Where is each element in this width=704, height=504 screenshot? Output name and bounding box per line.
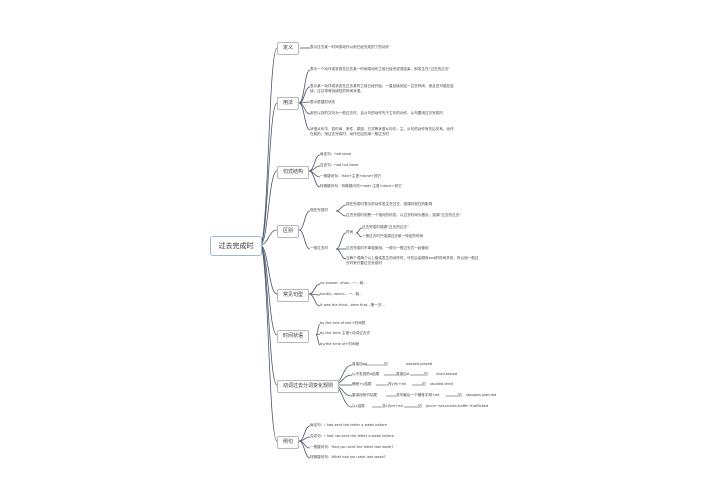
topic-verb-forms[interactable]: 动词过去分词变化规则 [277,380,340,393]
usage-item-2: 表示某一动作或状态在过去某时之前已经开始，一直延续到这一过去时间，而且还可能在延… [310,84,454,93]
rule-eg-label: 如 [424,372,428,376]
rule-eg-label: 如 [458,393,462,397]
rule-consonant-y: 辅音+y结尾 [352,382,372,386]
definition-text: 表示过去某一时间或动作以前已经完成的了的动作 [310,45,390,49]
difference-link-sp [298,229,311,250]
example-1: 肯定句：I had sent the letter a week before [310,423,387,427]
difference-simple-past: 一般过去时 [310,246,328,250]
root-link-0 [259,47,278,246]
adverbial-3: by/the time of+时间段 [320,342,360,346]
root-link-6 [259,244,278,386]
rule-examples: picnic→picnicked,traffic→trafficked [426,404,489,408]
topic-time-adverbials[interactable]: 时间状语 [277,330,310,343]
example-4: 特殊疑问句：What had you sent last week? [310,455,386,459]
usage-item-1: 表示一个动作或状态在过去某一时间或动作之前已经完成或结束，即发生在“过去的过去” [310,67,451,71]
rule-silent-e: 以不发音的e结尾 [352,372,380,376]
diff-sp-link-0 [335,232,347,250]
topic-common-patterns[interactable]: 常见句型 [277,289,310,302]
usage-item-3: 表示愿望的状态 [310,100,336,104]
rule-examples: studied,tried [430,382,453,386]
diff-sp-item-1: 过去完成时不单独使用，一般与一般过去式一起使用 [346,246,429,250]
structure-wh-question: 特殊疑问句：特殊疑问词+had+主语+done+其它 [320,184,402,188]
rule-examples: lived,tasted [436,372,458,376]
pattern-link-2 [308,293,321,307]
example-2: 否定句：I had not sent the letter a week bef… [310,434,394,438]
rule-sub: 直接加d [396,372,410,376]
diff-sp-time-item-2: 一般过去时只强调过去某一特定的时间 [362,234,424,238]
diff-pp-link-1 [335,210,347,217]
topic-definition[interactable]: 定义 [277,42,300,55]
rule-sub: 改y为i+ed [388,382,406,386]
structure-affirmative: 肯定句：had done [320,152,352,156]
example-3: 一般疑问句：Had you sent the letter last week? [310,445,394,449]
usage-link-4 [298,102,311,131]
diff-pp-item-1: 现在完成时表示的动作发生在过去，强调对现在的影响 [346,202,433,206]
pattern-link-0 [308,283,321,295]
rule-eg-label: 如 [422,382,426,386]
usage-link-0 [298,69,311,104]
pattern-2: hardly...when... 一...就... [320,292,363,296]
rule-examples: worked,played [406,362,433,366]
difference-link-pp [298,210,311,231]
root-link-5 [259,244,278,336]
root-link-1 [259,102,278,246]
usage-link-1 [298,86,311,104]
topic-examples[interactable]: 例句 [277,436,300,449]
adverbial-1: by the end of last+时间短 [320,321,366,325]
structure-link-3 [308,170,321,188]
adverbial-2: by the time 主语+动词过去式 [320,331,371,335]
topic-difference[interactable]: 区别 [277,225,300,238]
usage-item-4: 用在以判的文句为一般过去时，且从句的动作先于主句的动作，从句要用过去完成时 [310,111,443,115]
root-link-7 [259,244,278,442]
structure-yes-no-question: 一般疑问句：Had+主语+done+其它 [320,174,382,178]
diff-sp-time-item-1: 过去完成时强调“过去的过去” [362,225,409,229]
topic-usage[interactable]: 用法 [277,97,300,110]
topic-structure[interactable]: 句式结构 [277,166,310,179]
diff-sp-link-2 [335,248,347,260]
structure-negative: 否定句：had not done [320,163,359,167]
diff-pp-item-2: 过去完成时则是一个相对的时态，以过去时间为基点，强调“过去的过去” [346,213,462,217]
diff-sp-time-label: 时间 [346,230,354,234]
pattern-1: no sooner...than...一...就... [320,281,367,285]
adverbial-link-2 [315,334,321,346]
diff-pp-link-0 [335,204,347,212]
rule-examples: stopped,planned [466,393,497,397]
difference-present-perfect: 现在完成时 [310,208,328,212]
rule-sub: 双写最后一个辅音字母+ed [396,393,440,397]
rule-add-ed: 直接加ed [352,362,368,366]
rule-eg-label: 如 [384,362,388,366]
rule-ends-c: 以c结尾 [352,404,365,408]
rule-eg-label: 如 [418,404,422,408]
usage-item-5: 状语从句中，若时间、条件、原因、方式等状语从句中，主、从句的动作有先后关系，动作… [310,127,454,136]
rule-stressed-closed: 重读闭音节结尾 [352,393,378,397]
pattern-3: It was the third...time that...第一次... [320,303,385,307]
root-topic[interactable]: 过去完成时 [210,236,262,256]
rule-sub: 变c为ck+ed [382,404,403,408]
diff-time-link-1 [355,232,363,238]
diff-sp-item-2: 当两个或两个以上接连发生的动作时，可在后由顺序and的时间关系，所以用一般过去时… [346,256,479,265]
example-link-3 [298,440,311,459]
root-link-2 [259,170,278,246]
